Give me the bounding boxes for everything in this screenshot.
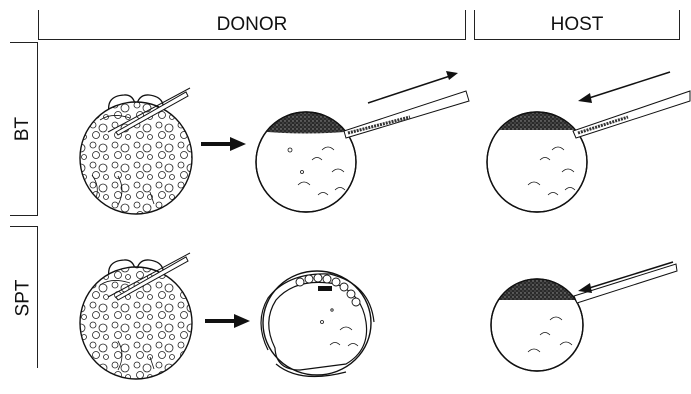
spt-host-blastula [485,270,589,371]
bt-host-blastula [481,100,593,212]
spt-donor-somite-embryo [261,271,374,377]
spt-donor-embryo [80,260,192,379]
bt-donor-pipette [344,91,469,138]
right-arrow-icon [205,314,250,328]
bt-donor-embryo [80,95,192,214]
left-arrow-icon [578,72,670,103]
right-arrow-icon [201,137,246,151]
left-arrow-icon [578,262,673,293]
bt-donor-blastula [250,100,362,212]
